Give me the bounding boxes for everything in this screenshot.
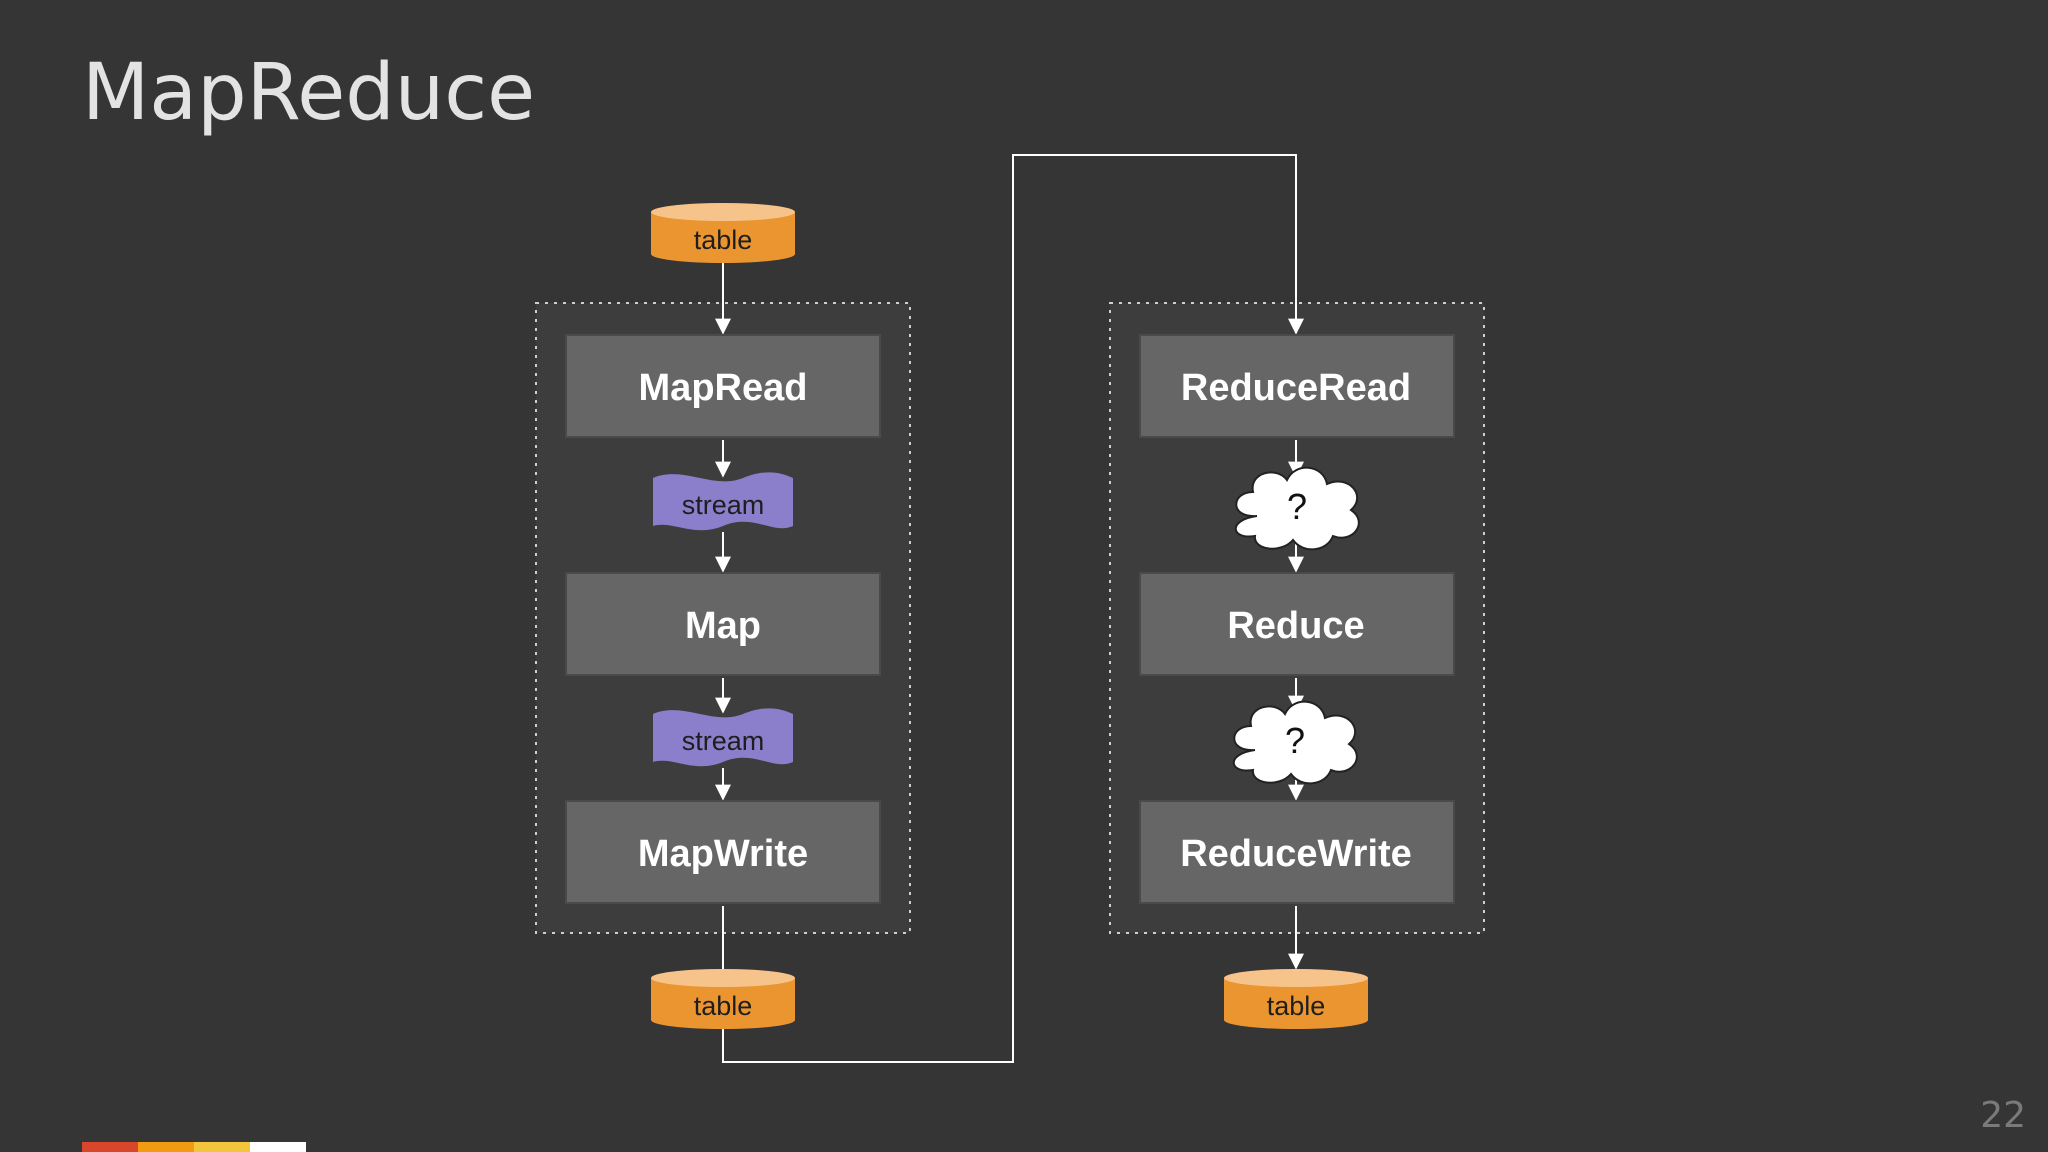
reducewrite-label: ReduceWrite — [1180, 833, 1412, 875]
brand-color-bar — [82, 1142, 306, 1152]
page-number: 22 — [1980, 1095, 2026, 1136]
brand-swatch-4 — [250, 1142, 306, 1152]
map-input-table-label: table — [694, 225, 753, 255]
brand-swatch-3 — [194, 1142, 250, 1152]
map-label: Map — [685, 605, 761, 647]
reduce-label: Reduce — [1227, 605, 1364, 647]
stream-shape-2: stream — [653, 708, 793, 767]
brand-swatch-2 — [138, 1142, 194, 1152]
mapwrite-box: MapWrite — [565, 800, 881, 904]
unknown-cloud-2: ? — [1232, 700, 1358, 785]
map-output-table-label: table — [694, 991, 753, 1021]
stream-label-1: stream — [682, 490, 765, 520]
mapwrite-label: MapWrite — [638, 833, 808, 875]
map-input-table: table — [651, 203, 795, 263]
unknown-cloud-1: ? — [1234, 466, 1360, 551]
unknown-cloud-2-label: ? — [1285, 720, 1305, 761]
reduce-box: Reduce — [1139, 572, 1455, 676]
mapread-box: MapRead — [565, 334, 881, 438]
reduce-output-table: table — [1224, 969, 1368, 1029]
reduceread-box: ReduceRead — [1139, 334, 1455, 438]
map-output-table: table — [651, 969, 795, 1029]
stream-shape-1: stream — [653, 472, 793, 531]
unknown-cloud-1-label: ? — [1287, 486, 1307, 527]
stream-label-2: stream — [682, 726, 765, 756]
brand-swatch-1 — [82, 1142, 138, 1152]
slide-title: MapReduce — [82, 48, 536, 138]
map-box: Map — [565, 572, 881, 676]
reduceread-label: ReduceRead — [1181, 367, 1411, 409]
mapread-label: MapRead — [639, 367, 808, 409]
reduce-output-table-label: table — [1267, 991, 1326, 1021]
reducewrite-box: ReduceWrite — [1139, 800, 1455, 904]
shuffle-connector — [722, 154, 1304, 1063]
